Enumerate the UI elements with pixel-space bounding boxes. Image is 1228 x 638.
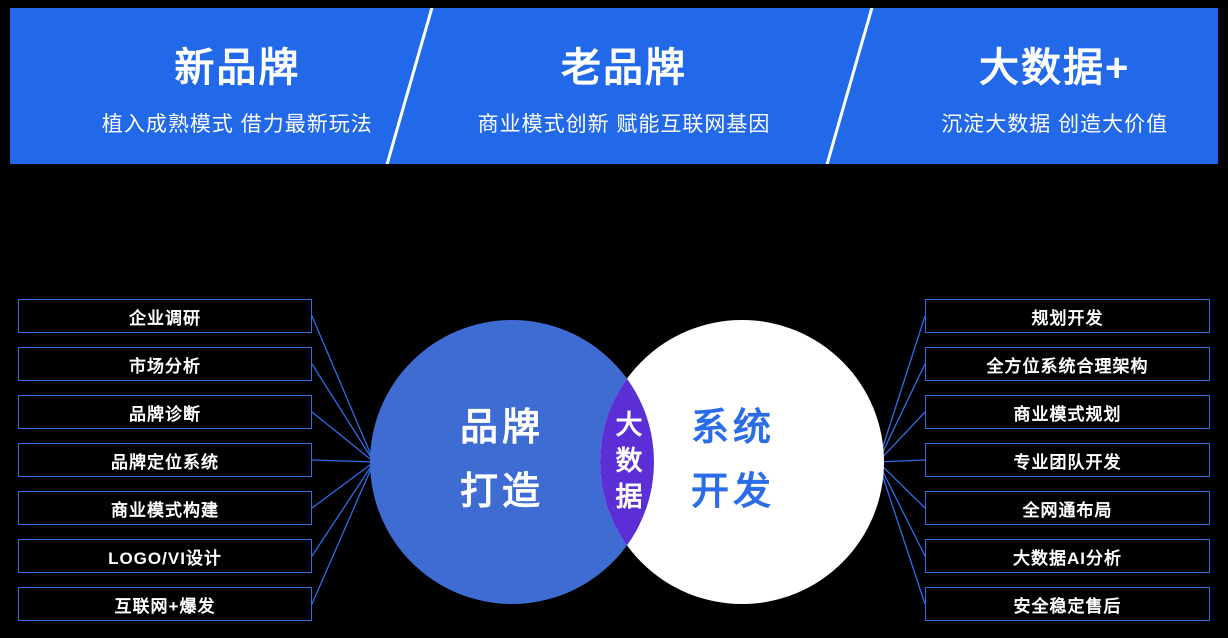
banner-subtitle: 商业模式创新 赋能互联网基因 xyxy=(477,112,771,136)
connector-line xyxy=(877,459,926,463)
connector-line xyxy=(311,461,375,605)
overlap-lens xyxy=(600,378,654,546)
overlap-label: 大数据 xyxy=(611,410,642,518)
banner-section-big-data: 大数据+ 沉淀大数据 创造大价值 xyxy=(853,8,1218,164)
connector-line xyxy=(877,461,926,557)
banner-section-new-brand: 新品牌 植入成熟模式 借力最新玩法 xyxy=(36,8,439,164)
system-label-line1: 系统 xyxy=(690,407,775,449)
right-feature-item: 安全稳定售后 xyxy=(925,587,1210,621)
system-circle-label: 系统 开发 xyxy=(633,396,833,524)
left-connector-lines xyxy=(311,315,375,605)
connector-line xyxy=(877,411,926,463)
connector-line xyxy=(311,411,375,463)
brand-circle-label: 品牌 打造 xyxy=(402,396,602,524)
right-feature-item: 大数据AI分析 xyxy=(925,539,1210,573)
system-label-line2: 开发 xyxy=(690,471,775,513)
system-circle xyxy=(600,320,884,604)
connector-line xyxy=(877,315,926,463)
banner-subtitle: 植入成熟模式 借力最新玩法 xyxy=(101,112,373,136)
connector-line xyxy=(877,363,926,463)
connector-line xyxy=(311,363,375,463)
banner-title: 新品牌 xyxy=(174,45,301,90)
connector-line xyxy=(311,315,375,463)
connector-line xyxy=(311,461,375,557)
left-feature-list: 企业调研 市场分析 品牌诊断 品牌定位系统 商业模式构建 LOGO/VI设计 互… xyxy=(18,299,312,621)
right-feature-list: 规划开发 全方位系统合理架构 商业模式规划 专业团队开发 全网通布局 大数据AI… xyxy=(925,299,1210,621)
banner-title: 大数据+ xyxy=(979,45,1131,90)
connector-line xyxy=(877,461,926,509)
brand-circle xyxy=(370,320,654,604)
banner-title: 老品牌 xyxy=(561,45,687,90)
left-feature-item: 品牌诊断 xyxy=(18,395,312,429)
right-feature-item: 规划开发 xyxy=(925,299,1210,333)
connector-line xyxy=(311,461,375,509)
right-feature-item: 全网通布局 xyxy=(925,491,1210,525)
left-feature-item: 企业调研 xyxy=(18,299,312,333)
right-feature-item: 全方位系统合理架构 xyxy=(925,347,1210,381)
brand-label-line1: 品牌 xyxy=(459,407,544,449)
banner-subtitle: 沉淀大数据 创造大价值 xyxy=(941,112,1169,136)
left-feature-item: 品牌定位系统 xyxy=(18,443,312,477)
connector-line xyxy=(877,461,926,605)
left-feature-item: 市场分析 xyxy=(18,347,312,381)
left-feature-item: LOGO/VI设计 xyxy=(18,539,312,573)
banner-section-old-brand: 老品牌 商业模式创新 赋能互联网基因 xyxy=(423,8,826,164)
connector-line xyxy=(311,459,375,463)
left-feature-item: 互联网+爆发 xyxy=(18,587,312,621)
right-feature-item: 专业团队开发 xyxy=(925,443,1210,477)
brand-label-line2: 打造 xyxy=(459,471,544,513)
right-feature-item: 商业模式规划 xyxy=(925,395,1210,429)
left-feature-item: 商业模式构建 xyxy=(18,491,312,525)
right-connector-lines xyxy=(877,315,926,605)
top-banner: 新品牌 植入成熟模式 借力最新玩法 老品牌 商业模式创新 赋能互联网基因 大数据… xyxy=(10,8,1218,164)
